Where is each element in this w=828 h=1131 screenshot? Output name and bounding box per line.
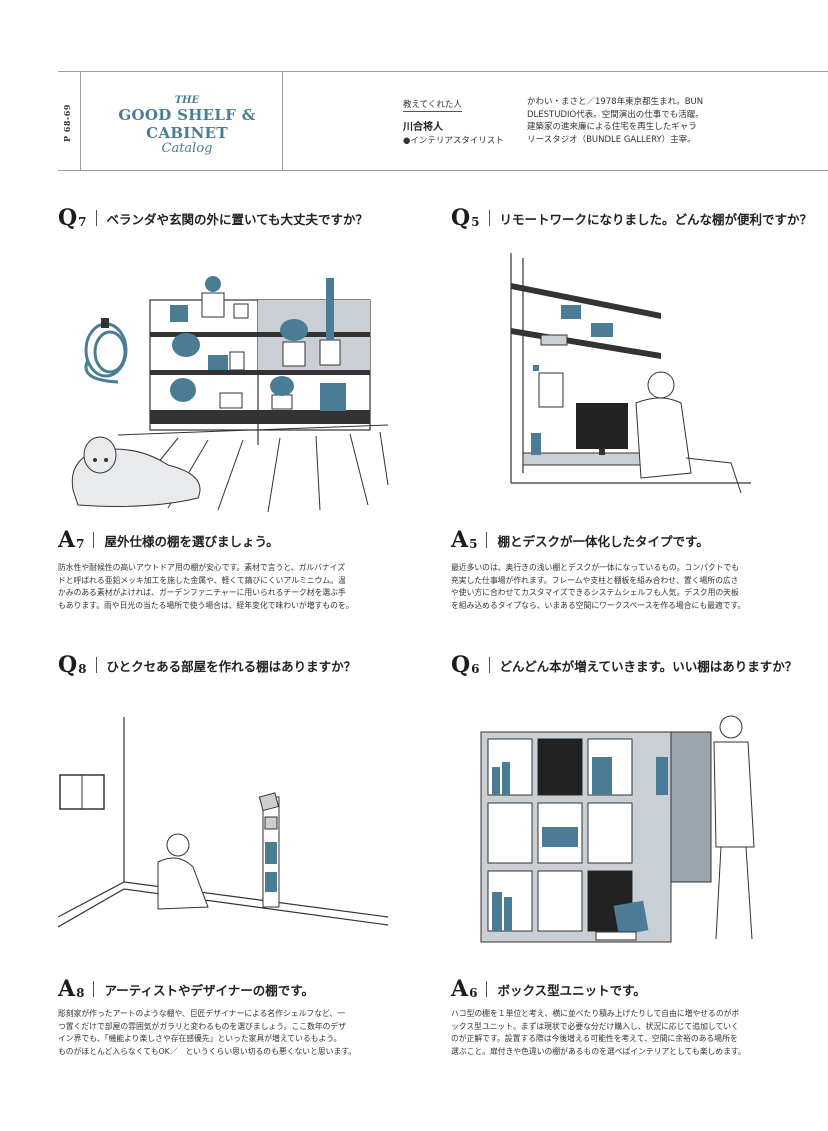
header-divider xyxy=(282,72,283,170)
a-letter: A xyxy=(58,527,76,553)
heading-separator xyxy=(95,210,97,226)
a-number: 7 xyxy=(76,537,85,551)
heading-separator xyxy=(93,981,95,997)
answer-heading: A 6 ボックス型ユニットです。 xyxy=(451,976,646,1002)
qa-block-q8: Q 8 ひとクセある部屋を作れる棚はありますか？ A 8 アーティストやデザイナ… xyxy=(58,652,398,1072)
answer-text: ボックス型ユニットです。 xyxy=(497,982,646,998)
logo-the: THE xyxy=(174,95,200,106)
teacher-bio: かわい・まさと／1978年東京都生まれ。BUN DLESTUDIO代表。空間演出… xyxy=(527,97,704,145)
heading-separator xyxy=(93,532,95,548)
teacher-label: 教えてくれた人 xyxy=(403,100,462,112)
q-number: 5 xyxy=(471,215,480,229)
q-letter: Q xyxy=(451,205,471,231)
heading-separator xyxy=(95,657,97,673)
qa-block-q7: Q 7 ベランダや玄関の外に置いても大丈夫ですか？ xyxy=(58,205,398,625)
question-heading: Q 6 どんどん本が増えていきます。いい棚はありますか？ xyxy=(451,652,797,678)
teacher-name: 川合将人 xyxy=(403,122,443,133)
heading-separator xyxy=(488,657,490,673)
q-letter: Q xyxy=(58,652,78,678)
outdoor-shelf-illustration xyxy=(71,276,389,513)
box-unit-illustration xyxy=(480,715,755,943)
answer-heading: A 8 アーティストやデザイナーの棚です。 xyxy=(58,976,314,1002)
catalog-logo: THE GOOD SHELF & CABINET Catalog xyxy=(94,95,280,156)
art-shelf-illustration xyxy=(58,717,389,928)
answer-body: 防水性や耐候性の高いアウトドア用の棚が安心です。素材で言うと、ガルバナイズ ドと… xyxy=(58,563,354,610)
a-number: 5 xyxy=(469,537,478,551)
question-heading: Q 7 ベランダや玄関の外に置いても大丈夫ですか？ xyxy=(58,205,368,231)
q-number: 7 xyxy=(78,215,87,229)
question-text: どんどん本が増えていきます。いい棚はありますか？ xyxy=(499,658,798,674)
logo-sub: Catalog xyxy=(161,141,213,156)
q-number: 6 xyxy=(471,662,480,676)
qa-block-q6: Q 6 どんどん本が増えていきます。いい棚はありますか？ A 6 xyxy=(451,652,797,1072)
qa-block-q5: Q 5 リモートワークになりました。どんな棚が便利ですか？ A 5 棚とデスクが… xyxy=(451,205,812,625)
a-letter: A xyxy=(451,976,469,1002)
question-text: ベランダや玄関の外に置いても大丈夫ですか？ xyxy=(106,211,369,227)
question-text: ひとクセある部屋を作れる棚はありますか？ xyxy=(106,658,357,674)
question-text: リモートワークになりました。どんな棚が便利ですか？ xyxy=(499,211,813,227)
answer-text: 屋外仕様の棚を選びましょう。 xyxy=(104,533,279,549)
teacher-role: ●インテリアスタイリスト xyxy=(403,136,504,146)
heading-separator xyxy=(486,532,488,548)
a-letter: A xyxy=(451,527,469,553)
q-number: 8 xyxy=(78,662,87,676)
heading-separator xyxy=(488,210,490,226)
answer-heading: A 7 屋外仕様の棚を選びましょう。 xyxy=(58,527,279,553)
answer-heading: A 5 棚とデスクが一体化したタイプです。 xyxy=(451,527,709,553)
answer-text: アーティストやデザイナーの棚です。 xyxy=(104,982,314,998)
answer-body: ハコ型の棚を１単位と考え、横に並べたり積み上げたりして自由に増やせるのがボ ック… xyxy=(451,1009,746,1056)
q-letter: Q xyxy=(451,652,471,678)
question-heading: Q 5 リモートワークになりました。どんな棚が便利ですか？ xyxy=(451,205,812,231)
q-letter: Q xyxy=(58,205,78,231)
a-letter: A xyxy=(58,976,76,1002)
answer-text: 棚とデスクが一体化したタイプです。 xyxy=(497,533,709,549)
answer-body: 彫刻家が作ったアートのような棚や、巨匠デザイナーによる名作シェルフなど、一 つ置… xyxy=(58,1009,357,1056)
a-number: 6 xyxy=(469,986,478,1000)
page-number: P 68-69 xyxy=(62,104,72,142)
page-header: P 68-69 THE GOOD SHELF & CABINET Catalog… xyxy=(58,71,828,171)
desk-shelf-illustration xyxy=(510,253,751,494)
logo-main: GOOD SHELF & CABINET xyxy=(118,106,256,142)
question-heading: Q 8 ひとクセある部屋を作れる棚はありますか？ xyxy=(58,652,356,678)
header-divider xyxy=(80,72,81,170)
heading-separator xyxy=(486,981,488,997)
answer-body: 最近多いのは、奥行きの浅い棚とデスクが一体になっているもの。コンパクトでも 充実… xyxy=(451,563,746,610)
a-number: 8 xyxy=(76,986,85,1000)
